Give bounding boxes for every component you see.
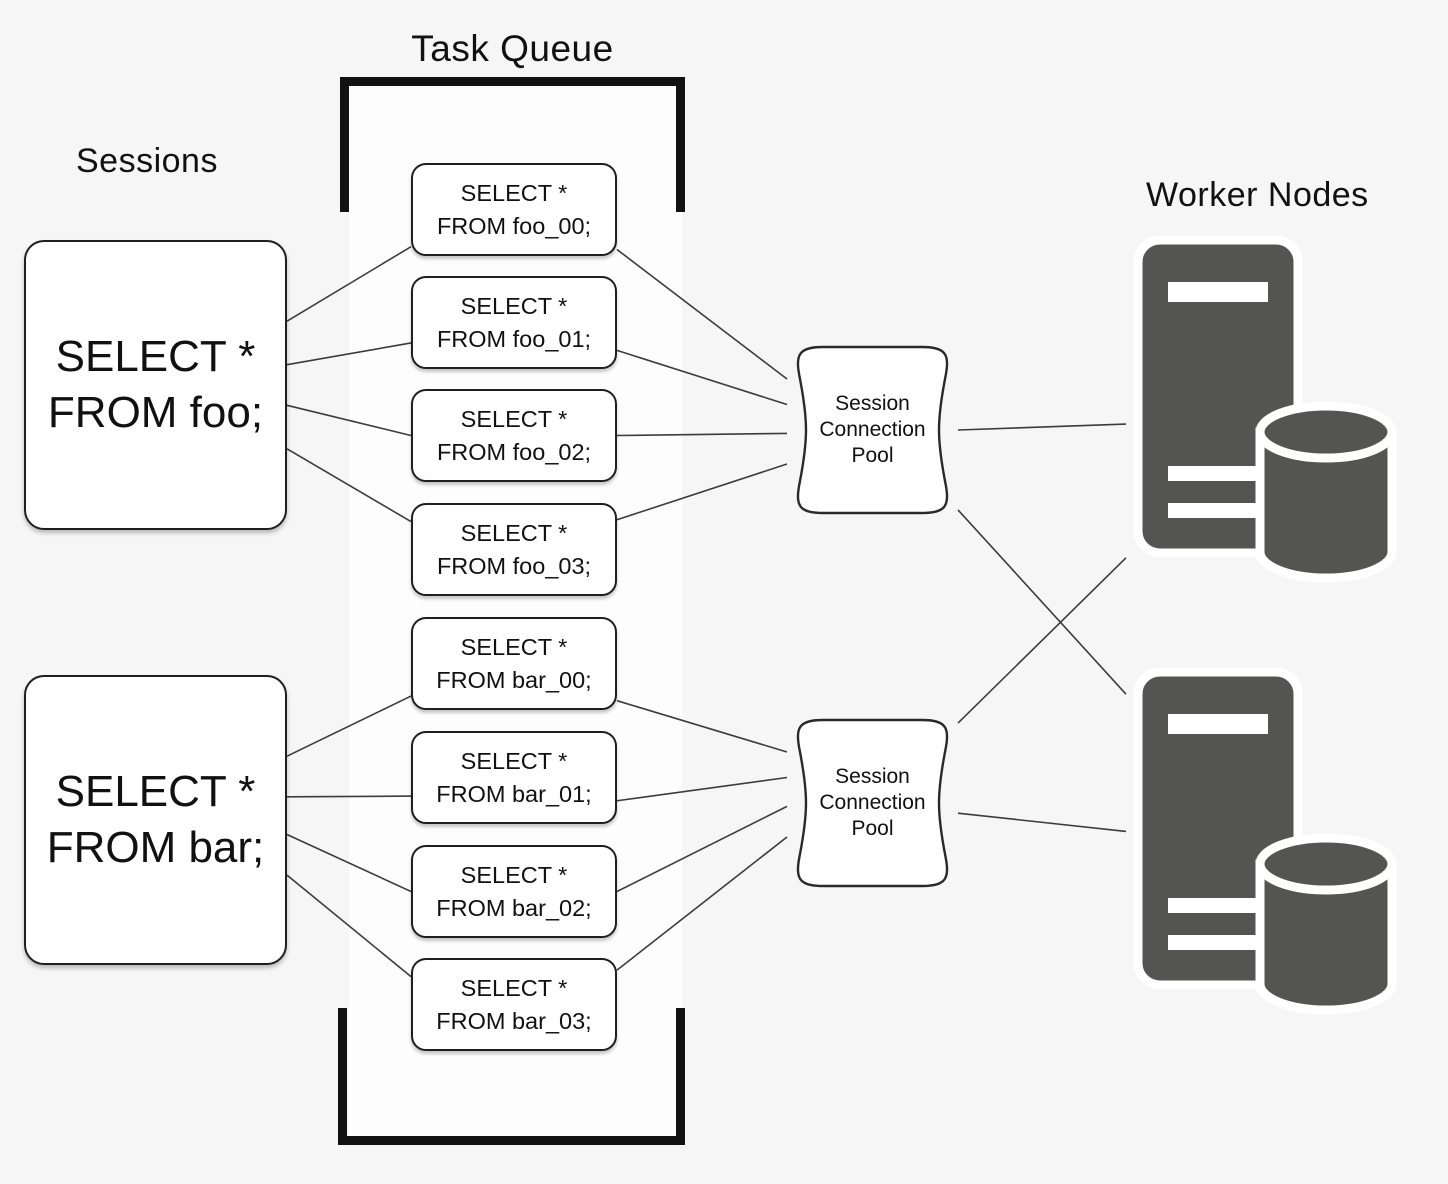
- task-box-bar-03: SELECT * FROM bar_03;: [411, 958, 617, 1051]
- query-line: FROM foo;: [47, 388, 264, 437]
- task-line: FROM foo_01;: [436, 325, 592, 352]
- pool-label: Session Connection Pool: [819, 764, 926, 841]
- pool-shape: [796, 345, 949, 515]
- task-line: SELECT *: [460, 862, 568, 889]
- task-line: FROM bar_00;: [436, 666, 592, 693]
- task-box-bar-00: SELECT * FROM bar_00;: [411, 617, 617, 710]
- task-line: FROM foo_02;: [436, 438, 592, 465]
- task-line: SELECT *: [460, 975, 568, 1002]
- session-query-box-foo: SELECT * FROM foo;: [24, 240, 287, 530]
- task-line: FROM bar_02;: [436, 894, 592, 921]
- task-line: FROM bar_01;: [436, 780, 592, 807]
- session-connection-pool-2: Session Connection Pool: [787, 718, 958, 888]
- task-box-bar-01: SELECT * FROM bar_01;: [411, 731, 617, 824]
- pool-shape: [796, 718, 949, 888]
- task-queue-label: Task Queue: [411, 28, 614, 69]
- task-queue-bracket-top: [340, 77, 685, 212]
- session-connection-pool-1: Session Connection Pool: [787, 345, 958, 515]
- server-database-icon: [1126, 666, 1406, 1018]
- task-line: SELECT *: [460, 406, 568, 433]
- query-line: SELECT *: [55, 332, 256, 382]
- task-box-foo-01: SELECT * FROM foo_01;: [411, 276, 617, 369]
- task-line: SELECT *: [460, 634, 568, 661]
- session-query-box-bar: SELECT * FROM bar;: [24, 675, 287, 965]
- sessions-label: Sessions: [76, 142, 218, 180]
- task-box-bar-02: SELECT * FROM bar_02;: [411, 845, 617, 938]
- task-line: FROM foo_00;: [436, 212, 592, 239]
- task-box-foo-00: SELECT * FROM foo_00;: [411, 163, 617, 256]
- task-box-foo-03: SELECT * FROM foo_03;: [411, 503, 617, 596]
- query-line: FROM bar;: [46, 823, 265, 872]
- task-line: FROM bar_03;: [436, 1007, 592, 1034]
- worker-node-icon: [1126, 666, 1406, 1018]
- worker-node-icon: [1126, 234, 1406, 586]
- query-line: SELECT *: [55, 767, 256, 817]
- task-line: SELECT *: [460, 520, 568, 547]
- task-line: SELECT *: [460, 293, 568, 320]
- task-box-foo-02: SELECT * FROM foo_02;: [411, 389, 617, 482]
- task-line: SELECT *: [460, 748, 568, 775]
- task-queue-bracket-bottom: [338, 1008, 685, 1145]
- server-database-icon: [1126, 234, 1406, 586]
- pool-label: Session Connection Pool: [819, 391, 926, 468]
- task-line: SELECT *: [460, 180, 568, 207]
- worker-nodes-label: Worker Nodes: [1146, 176, 1369, 214]
- task-line: FROM foo_03;: [436, 552, 592, 579]
